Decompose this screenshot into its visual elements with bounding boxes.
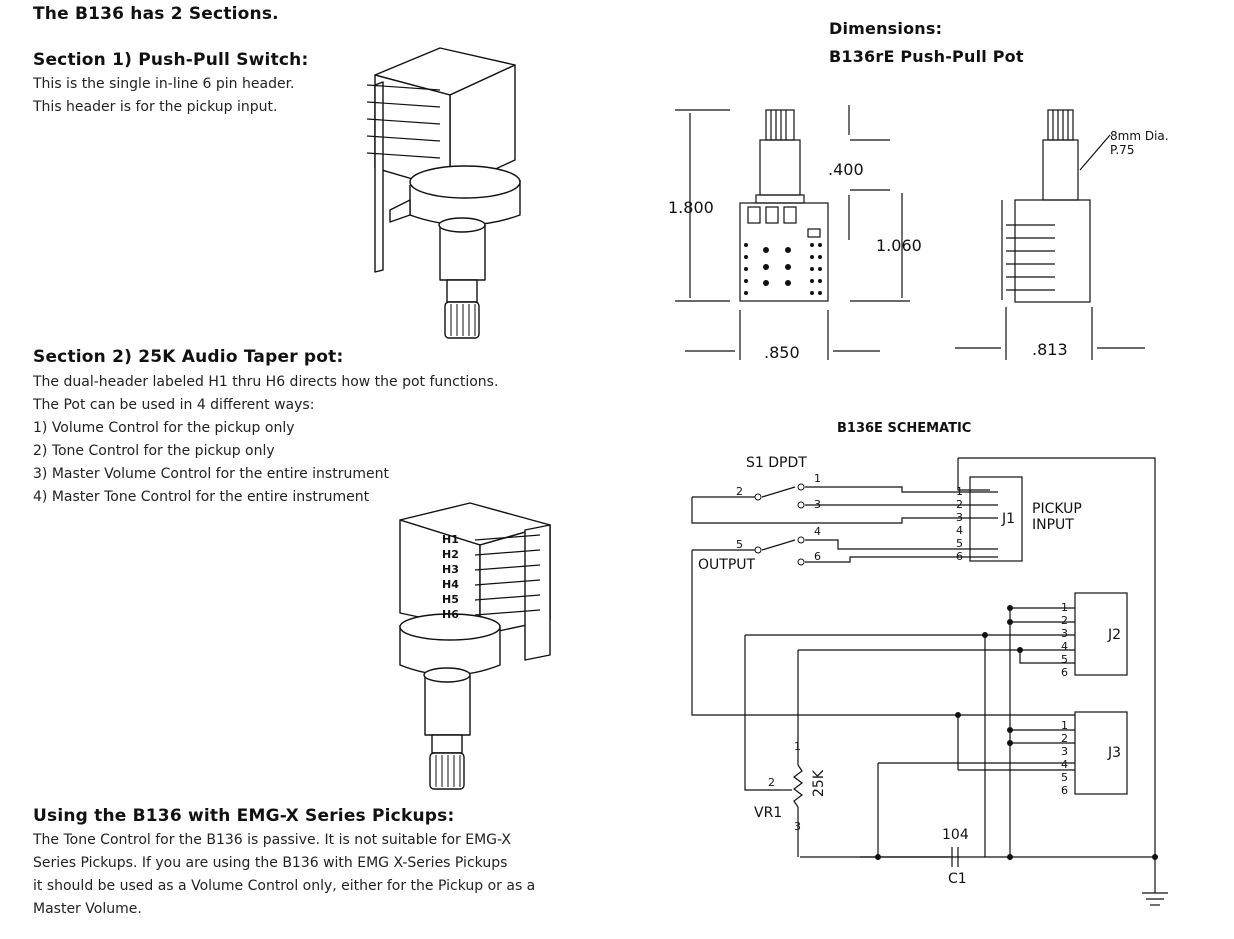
dim-shaft-length: .400 <box>828 160 864 179</box>
pot-value: 25K <box>811 769 827 797</box>
emg-text: The Tone Control for the B136 is passive… <box>33 829 535 921</box>
dim-width-front: .850 <box>764 343 800 362</box>
emg-line: The Tone Control for the B136 is passive… <box>33 832 511 848</box>
sw-pin: 2 <box>736 485 743 498</box>
cap-label: C1 <box>948 871 967 887</box>
vr-pin: 3 <box>794 820 801 833</box>
header-label-h1: H1 <box>442 533 459 546</box>
header-label-h4: H4 <box>442 578 459 591</box>
header-label-h5: H5 <box>442 593 459 606</box>
j1-label: J1 <box>1001 511 1015 527</box>
sw-pin: 5 <box>736 538 743 551</box>
shaft-note-pitch: P.75 <box>1110 143 1134 157</box>
header-label-h6: H6 <box>442 608 459 621</box>
emg-heading: Using the B136 with EMG-X Series Pickups… <box>33 806 455 826</box>
header-label-h2: H2 <box>442 548 459 561</box>
j3-pin: 4 <box>1061 758 1068 771</box>
section1-text: This is the single in-line 6 pin header.… <box>33 73 295 119</box>
emg-line: Master Volume. <box>33 901 142 917</box>
sw-pin: 1 <box>814 472 821 485</box>
dual-header-pot-illustration: H1 H2 H3 H4 H5 H6 <box>399 502 551 790</box>
section1-line: This header is for the pickup input. <box>33 99 278 115</box>
section2-line: 1) Volume Control for the pickup only <box>33 420 295 436</box>
schematic-title: B136E SCHEMATIC <box>837 421 972 436</box>
j3-pin: 3 <box>1061 745 1068 758</box>
emg-line: it should be used as a Volume Control on… <box>33 878 536 894</box>
pot-label: VR1 <box>754 805 782 821</box>
header-label-h3: H3 <box>442 563 459 576</box>
section2-line: 4) Master Tone Control for the entire in… <box>33 489 370 505</box>
j3-label: J3 <box>1107 745 1121 761</box>
section2-line: The dual-header labeled H1 thru H6 direc… <box>33 374 499 390</box>
emg-line: Series Pickups. If you are using the B13… <box>33 855 508 871</box>
pickup-label: PICKUP <box>1032 501 1082 517</box>
j2-pin: 6 <box>1061 666 1068 679</box>
switch-label: S1 DPDT <box>746 455 807 471</box>
j2-pin: 3 <box>1061 627 1068 640</box>
dimension-drawing: 1.800 .400 1.060 .850 .813 8mm Dia. P.75 <box>668 105 1169 362</box>
section2-text: The dual-header labeled H1 thru H6 direc… <box>33 371 498 509</box>
j1-pin: 2 <box>956 498 963 511</box>
j1-pin: 1 <box>956 485 963 498</box>
j3-pin: 6 <box>1061 784 1068 797</box>
section2-line: The Pot can be used in 4 different ways: <box>33 397 315 413</box>
input-label: INPUT <box>1032 517 1074 533</box>
dim-width-side: .813 <box>1032 340 1068 359</box>
dim-body-height: 1.060 <box>876 236 922 255</box>
section2-line: 3) Master Volume Control for the entire … <box>33 466 389 482</box>
j2-pin: 2 <box>1061 614 1068 627</box>
cap-value: 104 <box>942 827 969 843</box>
j2-pin: 4 <box>1061 640 1068 653</box>
vr-pin: 1 <box>794 740 801 753</box>
vr-pin: 2 <box>768 776 775 789</box>
sw-pin: 6 <box>814 550 821 563</box>
sw-pin: 3 <box>814 498 821 511</box>
j1-pin: 5 <box>956 537 963 550</box>
section1-line: This is the single in-line 6 pin header. <box>33 76 295 92</box>
j1-pin: 6 <box>956 550 963 563</box>
j2-pin: 1 <box>1061 601 1068 614</box>
dimensions-title: Dimensions: <box>829 19 943 38</box>
schematic-diagram: S1 DPDT OUTPUT PICKUP INPUT J1 J2 J3 VR1… <box>691 455 1168 906</box>
section2-heading: Section 2) 25K Audio Taper pot: <box>33 347 344 367</box>
dimensions-subtitle: B136rE Push-Pull Pot <box>829 47 1024 66</box>
main-title: The B136 has 2 Sections. <box>33 4 279 24</box>
j1-pin: 3 <box>956 511 963 524</box>
section1-heading: Section 1) Push-Pull Switch: <box>33 50 309 70</box>
j1-pin: 4 <box>956 524 963 537</box>
j3-pin: 2 <box>1061 732 1068 745</box>
pushpull-switch-illustration <box>366 47 521 339</box>
j3-pin: 1 <box>1061 719 1068 732</box>
j2-label: J2 <box>1107 627 1121 643</box>
section2-line: 2) Tone Control for the pickup only <box>33 443 275 459</box>
j2-pin: 5 <box>1061 653 1068 666</box>
sw-pin: 4 <box>814 525 821 538</box>
j3-pin: 5 <box>1061 771 1068 784</box>
shaft-note-diameter: 8mm Dia. <box>1110 129 1169 143</box>
dim-height-total: 1.800 <box>668 198 714 217</box>
output-label: OUTPUT <box>698 557 756 573</box>
